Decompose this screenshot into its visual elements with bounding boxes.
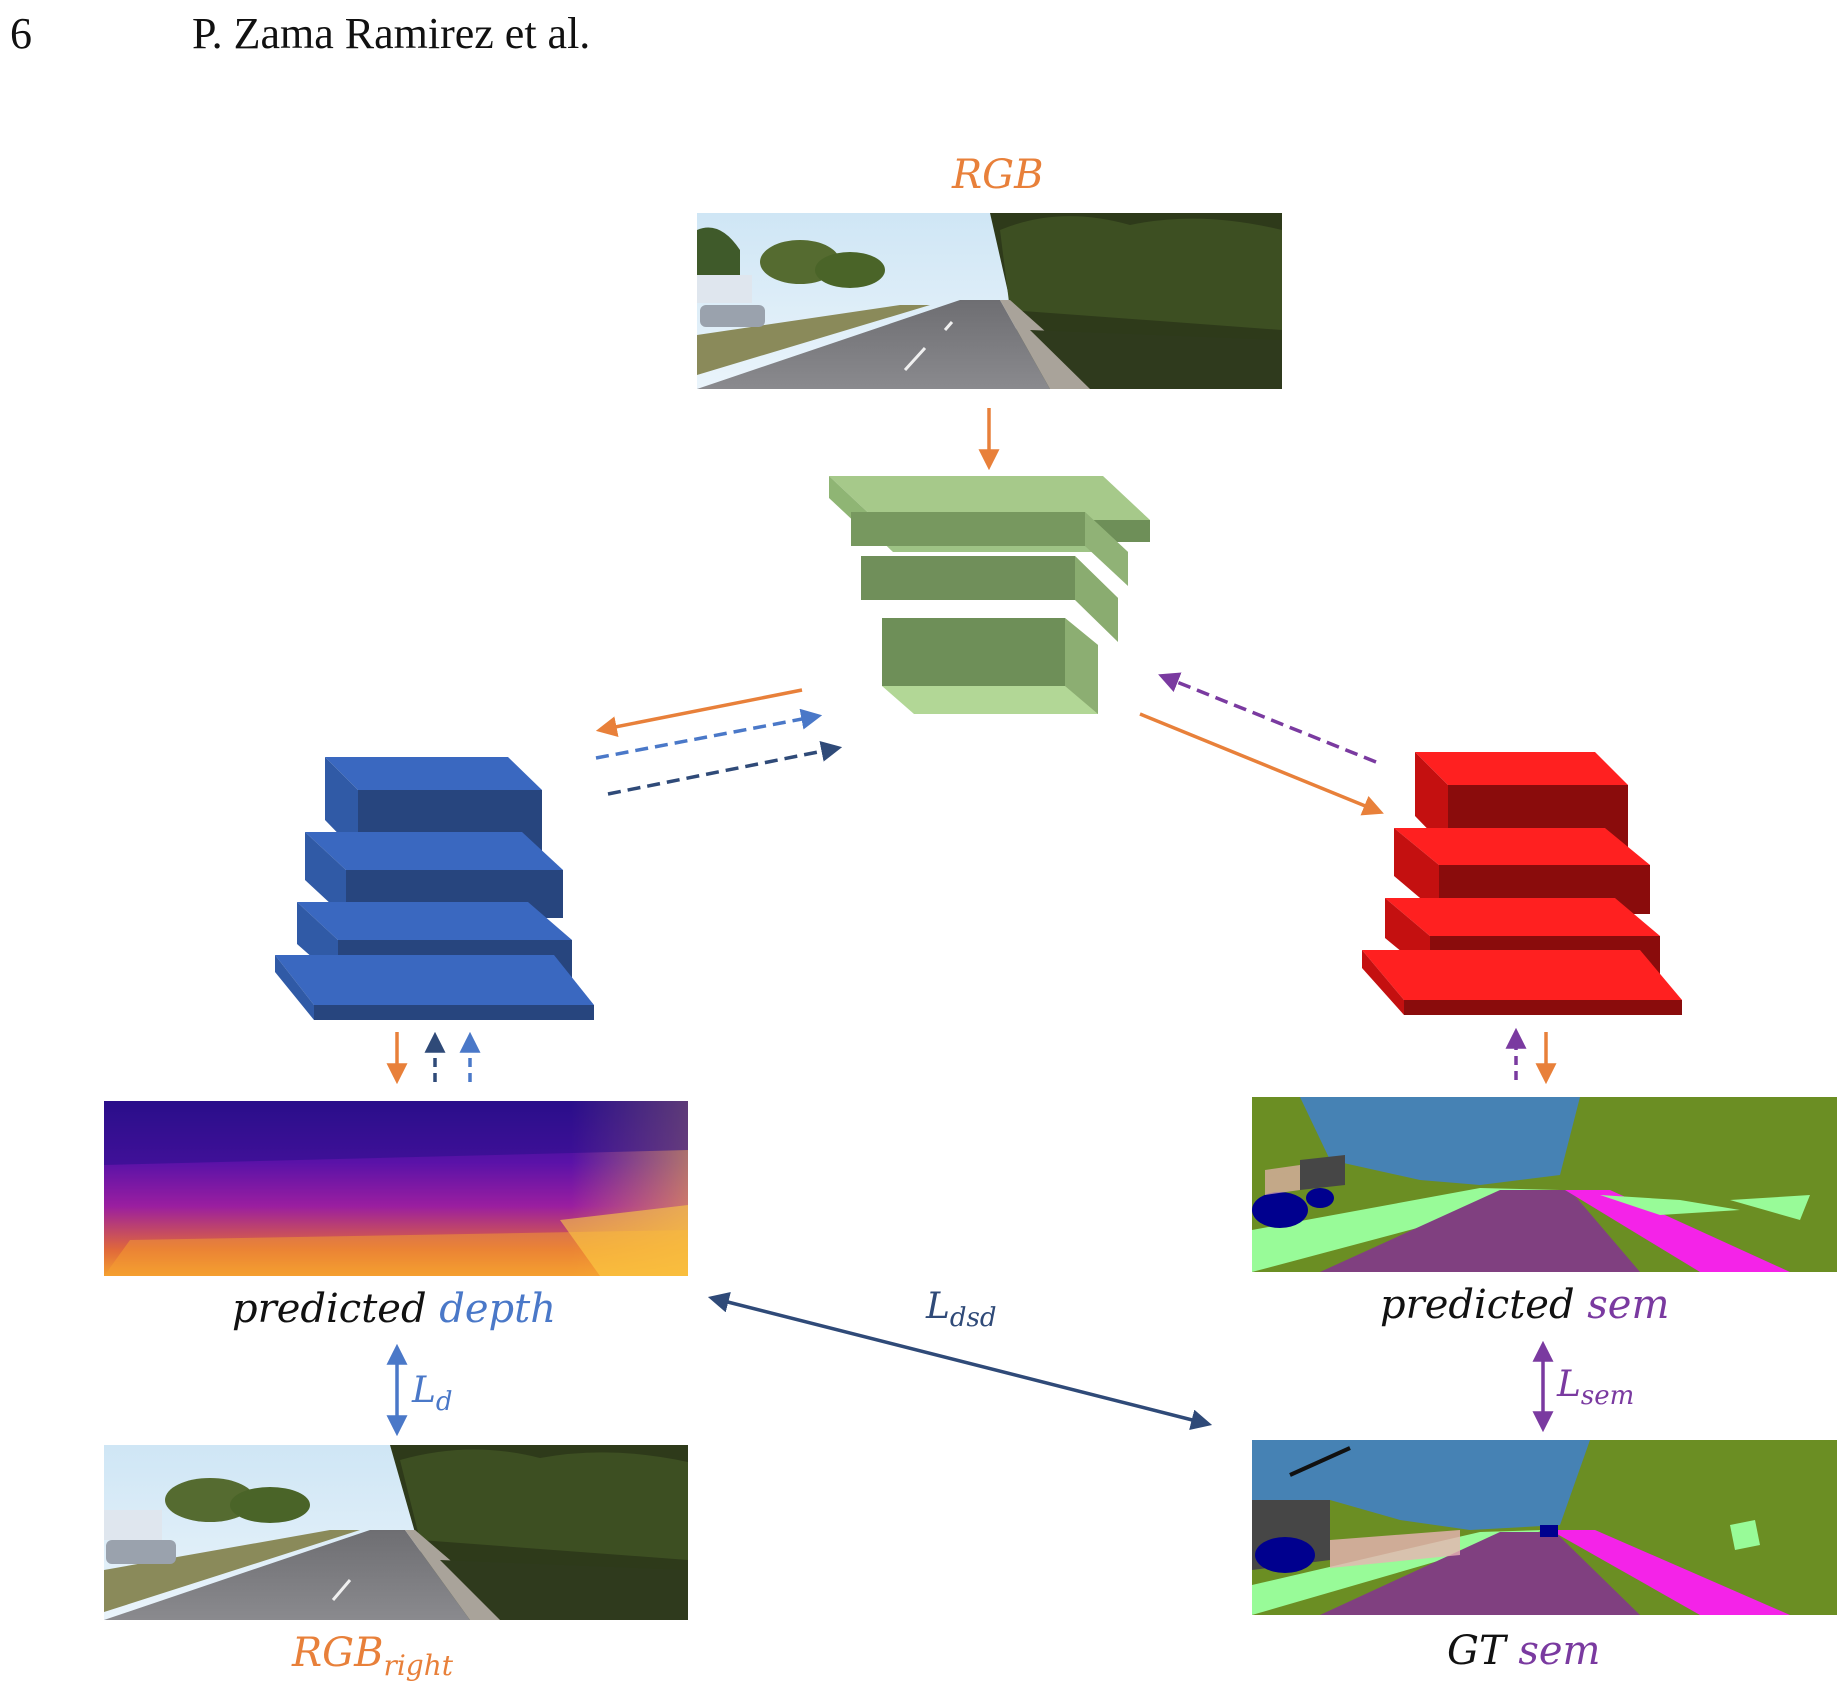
gt-sem-label: GT sem <box>1447 1628 1601 1674</box>
predicted-depth-image <box>104 1101 688 1276</box>
loss-sem-label: Lsem <box>1556 1364 1634 1411</box>
gt-sem-word: sem <box>1518 1628 1601 1674</box>
rgb-input-image <box>697 213 1282 389</box>
predicted-sem-word: sem <box>1587 1282 1670 1328</box>
rgb-right-label: RGBright <box>292 1630 453 1682</box>
rgb-right-base: RGB <box>292 1630 384 1676</box>
predicted-sem-image <box>1252 1097 1837 1272</box>
predicted-depth-word: depth <box>439 1286 556 1332</box>
rgb-right-image <box>104 1445 688 1620</box>
rgb-right-subscript: right <box>383 1649 454 1682</box>
predicted-sem-prefix: predicted <box>1380 1282 1575 1328</box>
predicted-depth-label: predicted depth <box>232 1286 556 1332</box>
loss-d-label: Ld <box>411 1370 453 1417</box>
gt-sem-image <box>1252 1440 1837 1615</box>
running-authors: P. Zama Ramirez et al. <box>192 9 591 58</box>
gt-sem-prefix: GT <box>1447 1628 1506 1674</box>
depth-decoder-block <box>275 757 594 1020</box>
encoder-block <box>829 476 1150 714</box>
predicted-depth-prefix: predicted <box>232 1286 427 1332</box>
semantic-decoder-block <box>1362 752 1682 1015</box>
predicted-sem-label: predicted sem <box>1380 1282 1669 1328</box>
rgb-label: RGB <box>952 152 1044 198</box>
loss-dsd-label: Ldsd <box>925 1286 997 1333</box>
page-number: 6 <box>10 9 32 58</box>
